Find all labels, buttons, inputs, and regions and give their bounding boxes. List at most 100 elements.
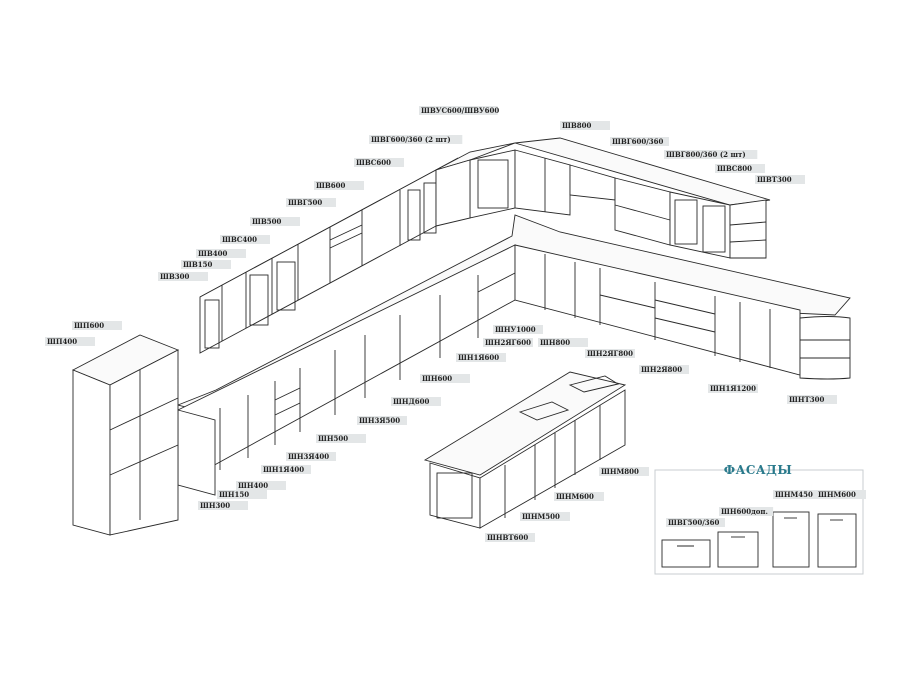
label-shn1ya1200: ШН1Я1200 — [708, 384, 758, 393]
label-shnm500: ШНМ500 — [520, 512, 570, 521]
label-text: ШНВТ600 — [487, 533, 528, 542]
label-text: ШВС600 — [356, 158, 391, 167]
label-shvus600: ШВУС600/ШВУ600 — [419, 106, 499, 115]
label-tag-bg — [420, 374, 470, 383]
label-tag-bg — [639, 365, 689, 374]
label-text: ШН2ЯГ800 — [587, 349, 633, 358]
label-shn2ya800: ШН2Я800 — [639, 365, 689, 374]
label-tag-bg — [664, 150, 758, 159]
label-text: ШВ300 — [160, 272, 190, 281]
facade-label-f_shnm450: ШНМ450 — [773, 490, 823, 499]
label-tag-bg — [560, 121, 610, 130]
label-text: ШН600доп. — [721, 507, 768, 516]
label-shvg500: ШВГ500 — [286, 198, 336, 207]
label-tag-bg — [538, 338, 588, 347]
label-shn400: ШН400 — [236, 481, 286, 490]
base-cabinets — [176, 214, 851, 496]
facade-label-f_shn600: ШН600доп. — [719, 507, 774, 516]
label-text: ШН500 — [318, 434, 348, 443]
label-shnm600: ШНМ600 — [554, 492, 604, 501]
label-shvs400: ШВС400 — [220, 235, 270, 244]
label-text: ШВ800 — [562, 121, 592, 130]
label-tag-bg — [357, 416, 407, 425]
label-shnvt600: ШНВТ600 — [485, 533, 535, 542]
label-text: ШВС800 — [717, 164, 752, 173]
label-shn1ya600: ШН1Я600 — [456, 353, 506, 362]
label-shnd600: ШНД600 — [391, 397, 441, 406]
label-tag-bg — [585, 349, 635, 358]
label-tag-bg — [250, 217, 300, 226]
label-tag-bg — [773, 490, 823, 499]
label-shvs600: ШВС600 — [354, 158, 404, 167]
facade-samples — [661, 511, 857, 568]
label-text: ШНУ1000 — [495, 325, 536, 334]
island — [423, 371, 627, 529]
label-text: ШВГ500/360 — [668, 518, 720, 527]
label-text: ШН150 — [219, 490, 249, 499]
label-text: ШН1Я1200 — [710, 384, 756, 393]
label-tag-bg — [456, 353, 506, 362]
facade-label-f_shvg500: ШВГ500/360 — [666, 518, 725, 527]
label-tag-bg — [261, 465, 311, 474]
label-tag-bg — [599, 467, 649, 476]
label-shn500: ШН500 — [316, 434, 366, 443]
facades-title: ФАСАДЫ — [724, 463, 793, 477]
label-shv150: ШВ150 — [181, 260, 231, 269]
label-tag-bg — [419, 106, 498, 115]
label-text: ШВГ600/360 (2 шт) — [371, 135, 451, 144]
label-text: ШНМ500 — [522, 512, 560, 521]
label-tag-bg — [719, 507, 774, 516]
label-shn2yag600: ШН2ЯГ600 — [483, 338, 533, 347]
label-shvg600_360: ШВГ600/360 — [610, 137, 669, 146]
label-shn300: ШН300 — [198, 501, 248, 510]
label-shn3ya400: ШН3Я400 — [286, 452, 336, 461]
label-tag-bg — [391, 397, 441, 406]
label-tag-bg — [158, 272, 208, 281]
label-text: ШН3Я400 — [288, 452, 329, 461]
label-tag-bg — [369, 135, 463, 144]
label-text: ШНД600 — [393, 397, 429, 406]
label-tag-bg — [181, 260, 231, 269]
tall-cabinets — [71, 334, 180, 536]
label-tag-bg — [45, 337, 95, 346]
label-shp600: ШП600 — [72, 321, 122, 330]
facades-panel: ФАСАДЫ — [654, 463, 864, 575]
wall-cabinets — [199, 137, 771, 354]
label-text: ШН2Я800 — [641, 365, 682, 374]
label-text: ШВ600 — [316, 181, 346, 190]
label-shnm800: ШНМ800 — [599, 467, 649, 476]
label-tag-bg — [286, 198, 336, 207]
label-tag-bg — [354, 158, 404, 167]
label-shn2yag800: ШН2ЯГ800 — [585, 349, 635, 358]
label-tag-bg — [610, 137, 669, 146]
label-tag-bg — [493, 325, 543, 334]
label-tag-bg — [314, 181, 364, 190]
label-text: ШВГ600/360 — [612, 137, 664, 146]
label-text: ШН400 — [238, 481, 268, 490]
label-tag-bg — [316, 434, 366, 443]
label-shnu1000: ШНУ1000 — [493, 325, 543, 334]
label-text: ШН1Я400 — [263, 465, 304, 474]
label-text: ШВГ800/360 (2 шт) — [666, 150, 746, 159]
label-shvg800_360_2: ШВГ800/360 (2 шт) — [664, 150, 758, 159]
label-shn150: ШН150 — [217, 490, 267, 499]
label-tag-bg — [196, 249, 246, 258]
label-tag-bg — [787, 395, 837, 404]
label-tag-bg — [554, 492, 604, 501]
label-text: ШНМ600 — [556, 492, 594, 501]
label-tag-bg — [72, 321, 122, 330]
label-text: ШВ400 — [198, 249, 228, 258]
label-tag-bg — [520, 512, 570, 521]
facade-label-f_shnm600: ШНМ600 — [816, 490, 866, 499]
label-tag-bg — [286, 452, 336, 461]
label-text: ШН2ЯГ600 — [485, 338, 531, 347]
label-shvt300: ШВТ300 — [755, 175, 805, 184]
label-text: ШНМ800 — [601, 467, 639, 476]
label-text: ШНТ300 — [789, 395, 824, 404]
label-shv800: ШВ800 — [560, 121, 610, 130]
label-text: ШН600 — [422, 374, 452, 383]
label-shvs800: ШВС800 — [715, 164, 765, 173]
label-text: ШВ500 — [252, 217, 282, 226]
